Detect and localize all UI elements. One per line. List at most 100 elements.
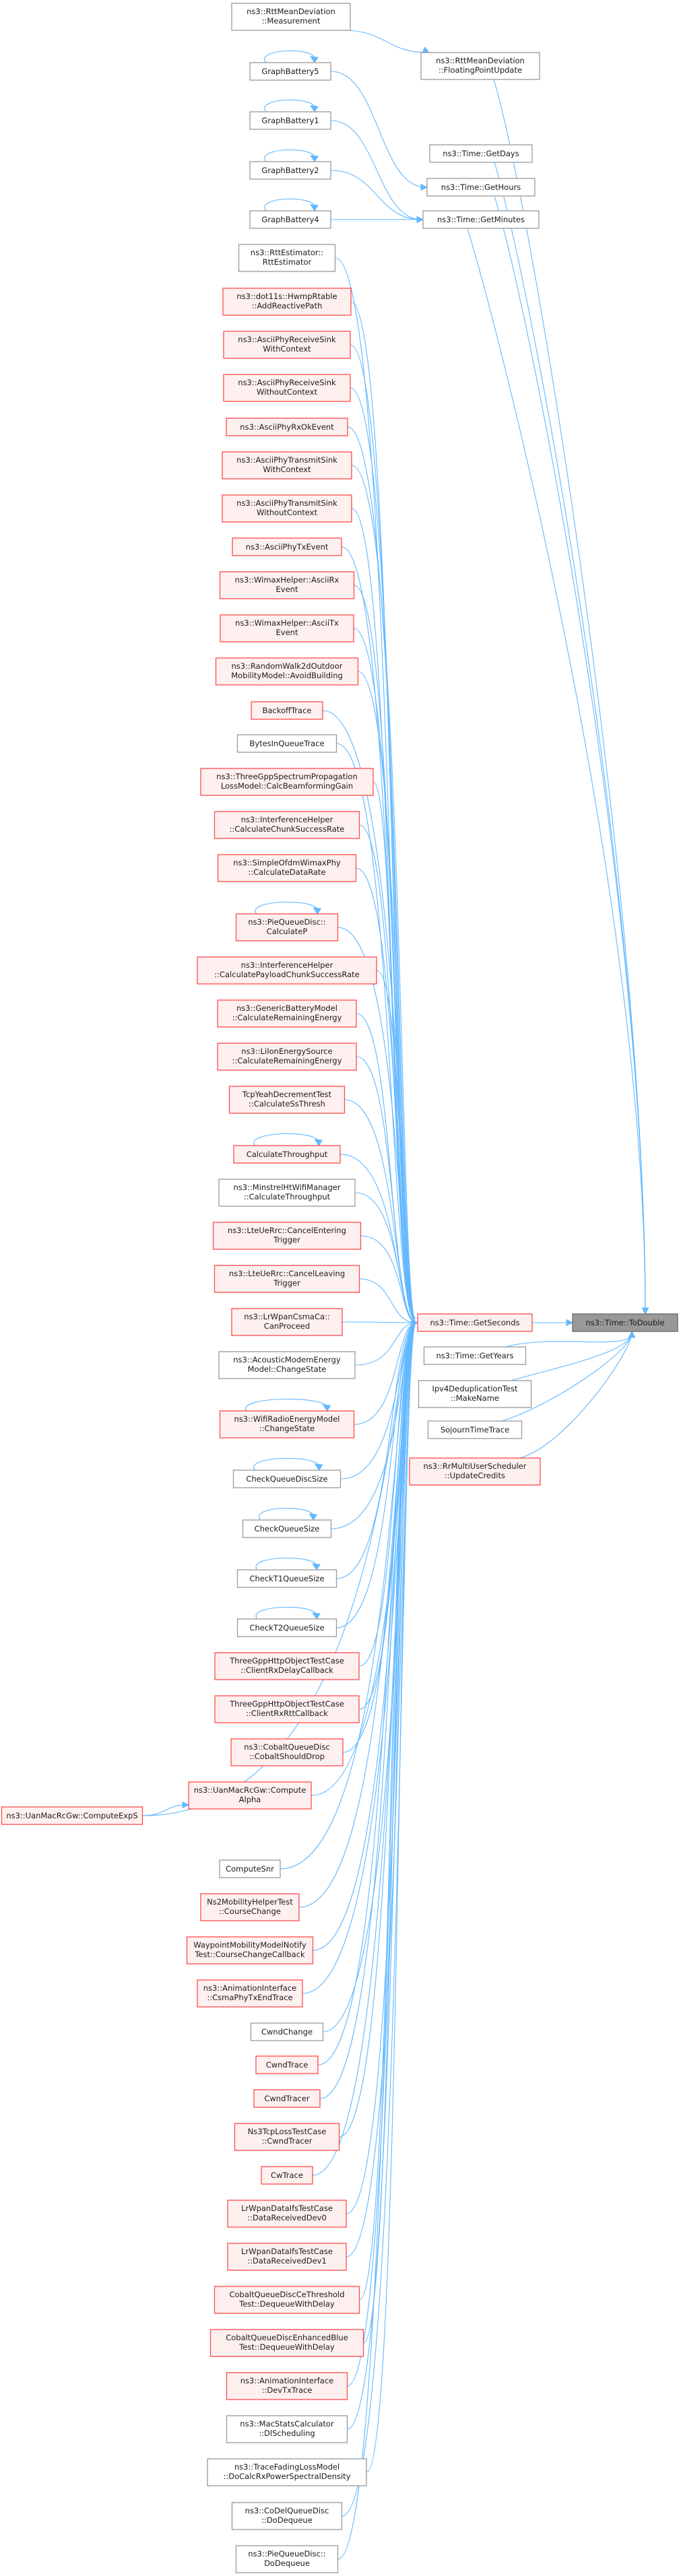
node-liion[interactable]: ns3::LiIonEnergySource::CalculateRemaini… xyxy=(217,1043,357,1071)
node-datarate[interactable]: ns3::SimpleOfdmWimaxPhy::CalculateDataRa… xyxy=(217,854,357,882)
node-dlsched[interactable]: ns3::MacStatsCalculator::DlScheduling xyxy=(226,2415,348,2443)
node-dev0[interactable]: LrWpanDataIfsTestCase::DataReceivedDev0 xyxy=(227,2200,347,2228)
node-addreactive[interactable]: ns3::dot11s::HwmpRtable::AddReactivePath xyxy=(222,288,352,316)
edge-calcp-to-getseconds xyxy=(337,927,417,1323)
node-waypoint[interactable]: WaypointMobilityModelNotifyTest::CourseC… xyxy=(186,1936,314,1964)
node-gb2[interactable]: GraphBattery2 xyxy=(249,149,331,180)
node-todouble[interactable]: ns3::Time::ToDouble xyxy=(572,1313,678,1332)
node-bytesinqueue[interactable]: BytesInQueueTrace xyxy=(236,734,337,753)
node-piedequeue[interactable]: ns3::PieQueueDisc::DoDequeue xyxy=(235,2545,339,2573)
node-cwndtracer[interactable]: CwndTracer xyxy=(253,2089,321,2108)
node-txevent[interactable]: ns3::AsciiPhyTxEvent xyxy=(232,537,342,556)
node-computesnr[interactable]: ComputeSnr xyxy=(219,1859,281,1878)
node-cethreshold[interactable]: CobaltQueueDiscCeThresholdTest::DequeueW… xyxy=(214,2286,360,2314)
node-label: ns3::WimaxHelper::AsciiRx xyxy=(235,575,339,585)
node-wifichange[interactable]: ns3::WifiRadioEnergyModel::ChangeState xyxy=(219,1398,355,1439)
node-getseconds[interactable]: ns3::Time::GetSeconds xyxy=(417,1313,533,1332)
node-rxrtt[interactable]: ThreeGppHttpObjectTestCase::ClientRxRttC… xyxy=(214,1695,360,1723)
node-box xyxy=(226,2415,348,2443)
node-payloadchunk[interactable]: ns3::InterferenceHelper::CalculatePayloa… xyxy=(197,956,377,985)
node-checkt2[interactable]: CheckT2QueueSize xyxy=(236,1606,337,1637)
node-genericbattery[interactable]: ns3::GenericBatteryModel::CalculateRemai… xyxy=(217,999,357,1028)
node-cwndtrace[interactable]: CwndTrace xyxy=(255,2055,319,2074)
node-box xyxy=(197,956,377,985)
node-box xyxy=(417,1313,533,1332)
node-floatingpoint[interactable]: ns3::RttMeanDeviation::FloatingPointUpda… xyxy=(420,52,540,80)
node-box xyxy=(215,657,359,686)
node-cobaltdrop[interactable]: ns3::CobaltQueueDisc::CobaltShouldDrop xyxy=(230,1738,344,1766)
self-loop-checkqueue xyxy=(259,1507,315,1521)
node-checkqueue[interactable]: CheckQueueSize xyxy=(242,1507,332,1538)
node-box xyxy=(236,734,337,753)
node-box xyxy=(217,854,357,882)
node-label: ns3::MinstrelHtWifiManager xyxy=(233,1183,340,1192)
node-tracefading[interactable]: ns3::TraceFadingLossModel::DoCalcRxPower… xyxy=(207,2458,367,2486)
node-checkqdisc[interactable]: CheckQueueDiscSize xyxy=(232,1457,342,1488)
edge-getminutes-to-todouble xyxy=(467,228,646,1313)
node-label: ::CsmaPhyTxEndTrace xyxy=(207,1993,292,2002)
node-devtx[interactable]: ns3::AnimationInterface::DevTxTrace xyxy=(226,2372,348,2400)
node-label: ns3::LiIonEnergySource xyxy=(241,1047,332,1056)
node-label: ::CalculatePayloadChunkSuccessRate xyxy=(214,970,360,979)
node-getdays[interactable]: ns3::Time::GetDays xyxy=(429,144,533,163)
edge-computesnr-to-getseconds xyxy=(280,1322,417,1870)
node-gb5[interactable]: GraphBattery5 xyxy=(249,50,331,81)
node-getminutes[interactable]: ns3::Time::GetMinutes xyxy=(422,210,540,229)
edge-gb1-to-getminutes xyxy=(330,120,422,220)
node-label: DoDequeue xyxy=(264,2558,310,2568)
node-ssthresh[interactable]: TcpYeahDecrementTest::CalculateSsThresh xyxy=(228,1086,346,1114)
node-acousticchange[interactable]: ns3::AcousticModemEnergyModel::ChangeSta… xyxy=(218,1351,356,1379)
edges-layer xyxy=(142,30,649,2560)
node-csmatxend[interactable]: ns3::AnimationInterface::CsmaPhyTxEndTra… xyxy=(197,1979,303,2008)
node-getyears[interactable]: ns3::Time::GetYears xyxy=(423,1346,527,1365)
node-ns2course[interactable]: Ns2MobilityHelperTest::CourseChange xyxy=(200,1893,300,1921)
node-avoidbuilding[interactable]: ns3::RandomWalk2dOutdoorMobilityModel::A… xyxy=(215,657,359,686)
node-dev1[interactable]: LrWpanDataIfsTestCase::DataReceivedDev1 xyxy=(227,2243,347,2271)
node-makename[interactable]: Ipv4DeduplicationTest::MakeName xyxy=(418,1380,532,1408)
node-sojourn[interactable]: SojournTimeTrace xyxy=(427,1420,523,1439)
node-beamforming[interactable]: ns3::ThreeGppSpectrumPropagationLossMode… xyxy=(200,768,374,796)
node-box xyxy=(236,1569,337,1588)
edge-getyears-to-todouble xyxy=(505,1332,633,1348)
node-checkt1[interactable]: CheckT1QueueSize xyxy=(236,1557,337,1588)
node-tcploss[interactable]: Ns3TcpLossTestCase::CwndTracer xyxy=(234,2123,340,2151)
node-computeexps[interactable]: ns3::UanMacRcGw::ComputeExpS xyxy=(1,1806,143,1825)
node-codeldequeue[interactable]: ns3::CoDelQueueDisc::DoDequeue xyxy=(231,2502,343,2530)
node-updatecredits[interactable]: ns3::RrMultiUserScheduler::UpdateCredits xyxy=(409,1457,541,1486)
node-box xyxy=(219,1410,355,1439)
node-label: ::AddReactivePath xyxy=(252,301,323,310)
node-cwndchange[interactable]: CwndChange xyxy=(250,2022,324,2041)
arrowhead-computeexps-computealpha xyxy=(182,1801,190,1809)
node-box xyxy=(222,451,352,480)
node-calcp[interactable]: ns3::PieQueueDisc::CalculateP xyxy=(235,901,339,942)
node-box xyxy=(219,1859,281,1878)
node-chunksuccess[interactable]: ns3::InterferenceHelper::CalculateChunkS… xyxy=(214,811,360,839)
node-enhancedblue[interactable]: CobaltQueueDiscEnhancedBlueTest::Dequeue… xyxy=(209,2329,364,2357)
node-box xyxy=(222,288,352,316)
node-canproceed[interactable]: ns3::LrWpanCsmaCa::CanProceed xyxy=(231,1308,343,1336)
node-label: LossModel::CalcBeamformingGain xyxy=(221,781,353,791)
node-rxok[interactable]: ns3::AsciiPhyRxOkEvent xyxy=(226,418,348,436)
self-loop-arrowhead xyxy=(309,1513,318,1521)
node-measurement[interactable]: ns3::RttMeanDeviation::Measurement xyxy=(231,3,351,31)
node-label: WithContext xyxy=(263,344,311,354)
node-gb1[interactable]: GraphBattery1 xyxy=(249,99,331,130)
node-rttestimator[interactable]: ns3::RttEstimator::RttEstimator xyxy=(238,244,336,272)
node-gb4[interactable]: GraphBattery4 xyxy=(249,198,331,229)
node-rxdelay[interactable]: ThreeGppHttpObjectTestCase::ClientRxDela… xyxy=(214,1652,360,1680)
node-calcthroughput[interactable]: CalculateThroughput xyxy=(233,1133,341,1164)
node-gethours[interactable]: ns3::Time::GetHours xyxy=(426,178,536,197)
node-backoff[interactable]: BackoffTrace xyxy=(251,701,323,720)
node-minstrel[interactable]: ns3::MinstrelHtWifiManager::CalculateThr… xyxy=(218,1179,356,1207)
node-cwtrace[interactable]: CwTrace xyxy=(261,2166,313,2185)
node-label: ns3::RandomWalk2dOutdoor xyxy=(231,661,342,671)
